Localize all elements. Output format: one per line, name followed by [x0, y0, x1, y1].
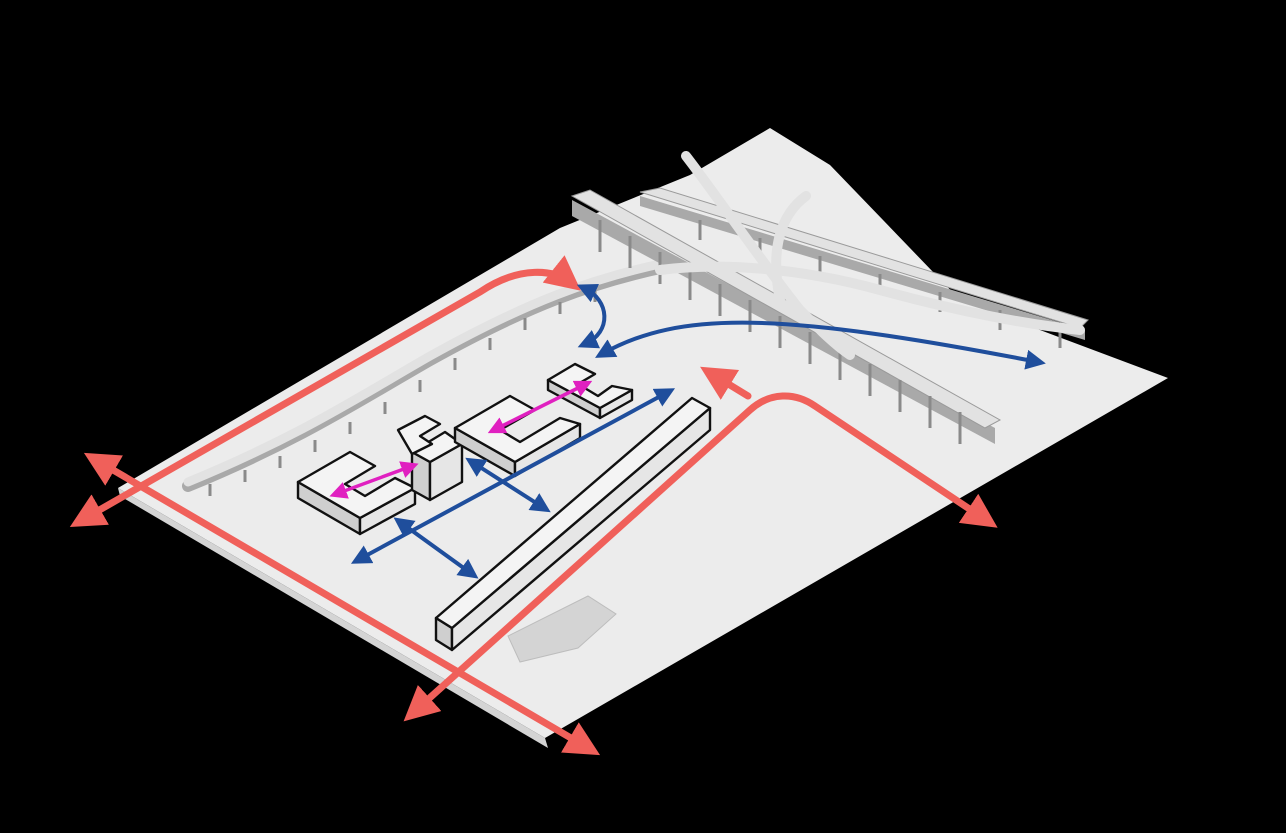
blue-arrow-east-curve: [595, 320, 1046, 370]
magenta-courtyard-arrows: [329, 380, 593, 499]
magenta-arrow-west: [329, 461, 419, 499]
red-circulation-arrows: [69, 255, 998, 756]
blue-arrow-cross-2: [465, 457, 551, 513]
blue-arrow-curve-north: [576, 283, 607, 349]
blue-arrow-cross-1: [393, 517, 479, 579]
red-arrow-north-loop: [69, 255, 581, 527]
red-arrow-stub: [700, 366, 752, 400]
blue-circulation-arrows: [350, 283, 1046, 579]
magenta-arrow-central: [487, 380, 593, 434]
red-arrow-southeast-loop: [403, 392, 998, 722]
